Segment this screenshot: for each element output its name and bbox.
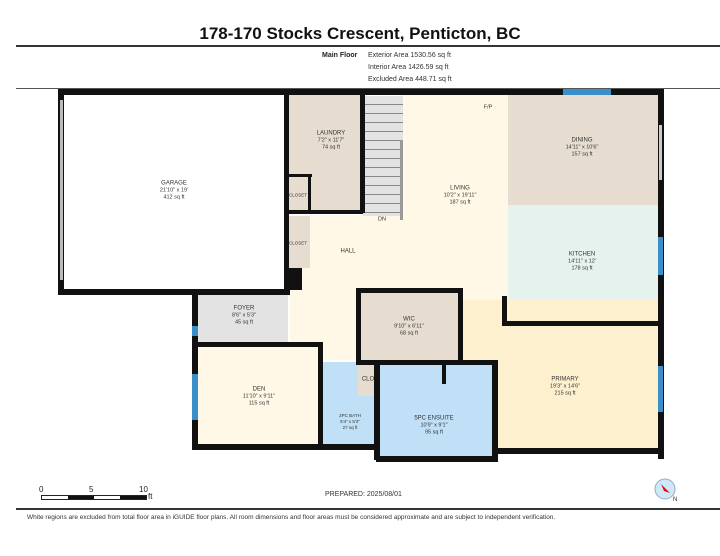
wall	[356, 360, 496, 365]
wall	[502, 321, 662, 326]
wall	[374, 360, 380, 460]
compass: N	[654, 478, 678, 503]
window	[659, 125, 662, 180]
wall	[492, 360, 498, 460]
compass-north-label: N	[673, 497, 678, 503]
stair-rail	[400, 140, 403, 220]
window	[563, 89, 611, 95]
wall	[308, 174, 311, 214]
wall	[192, 342, 322, 347]
footer-divider	[16, 508, 720, 510]
scale-tick-label: 5	[89, 485, 94, 494]
wall	[284, 268, 302, 290]
wall	[192, 289, 198, 449]
window	[658, 366, 663, 412]
wall	[58, 289, 290, 295]
room-dining-fill	[508, 95, 658, 205]
plan-top-divider	[16, 88, 720, 89]
room-den-fill	[198, 346, 322, 448]
room-label-clo: CLO	[361, 376, 375, 383]
room-closet2-fill	[288, 216, 310, 268]
wall	[376, 456, 498, 462]
wall	[458, 288, 463, 364]
fireplace-label: F/P	[483, 104, 493, 111]
room-clo-fill	[358, 364, 378, 396]
scale-bar-graphic	[41, 495, 147, 500]
floor-label: Main Floor	[322, 52, 358, 59]
disclaimer-footnote: White regions are excluded from total fl…	[27, 514, 556, 521]
wall	[502, 296, 507, 324]
room-label-closet: CLOSET	[288, 240, 308, 246]
scale-unit: ft	[148, 492, 153, 501]
wall	[360, 89, 365, 213]
exterior-area: Exterior Area 1530.56 sq ft	[368, 52, 451, 59]
window	[658, 237, 663, 275]
wall	[442, 364, 446, 384]
wall	[318, 342, 323, 447]
scale-tick-label: 0	[39, 485, 44, 494]
window	[192, 374, 198, 420]
wall	[356, 288, 361, 364]
window	[60, 100, 63, 280]
wall	[494, 448, 664, 454]
stairs-direction-label: DN	[378, 216, 386, 223]
scale-tick-label: 10	[139, 485, 148, 494]
room-label-hall: HALL	[340, 248, 356, 255]
wall	[192, 444, 380, 450]
prepared-date: PREPARED: 2025/08/01	[325, 491, 402, 498]
room-label-closet: CLOSET	[288, 192, 308, 198]
room-foyer-fill	[198, 292, 288, 344]
interior-area: Interior Area 1426.59 sq ft	[368, 64, 449, 71]
header-divider	[16, 45, 720, 47]
staircase	[363, 96, 403, 216]
wall	[284, 89, 289, 289]
plan-title: 178-170 Stocks Crescent, Penticton, BC	[199, 24, 521, 43]
wall	[356, 288, 462, 293]
wall	[288, 174, 312, 177]
room-wic-fill	[360, 292, 460, 362]
wall	[288, 210, 363, 214]
room-ensuite-fill	[378, 364, 494, 458]
window	[192, 326, 198, 336]
room-closet1-fill	[288, 176, 310, 212]
excluded-area: Excluded Area 448.71 sq ft	[368, 76, 452, 83]
compass-icon	[654, 478, 676, 500]
